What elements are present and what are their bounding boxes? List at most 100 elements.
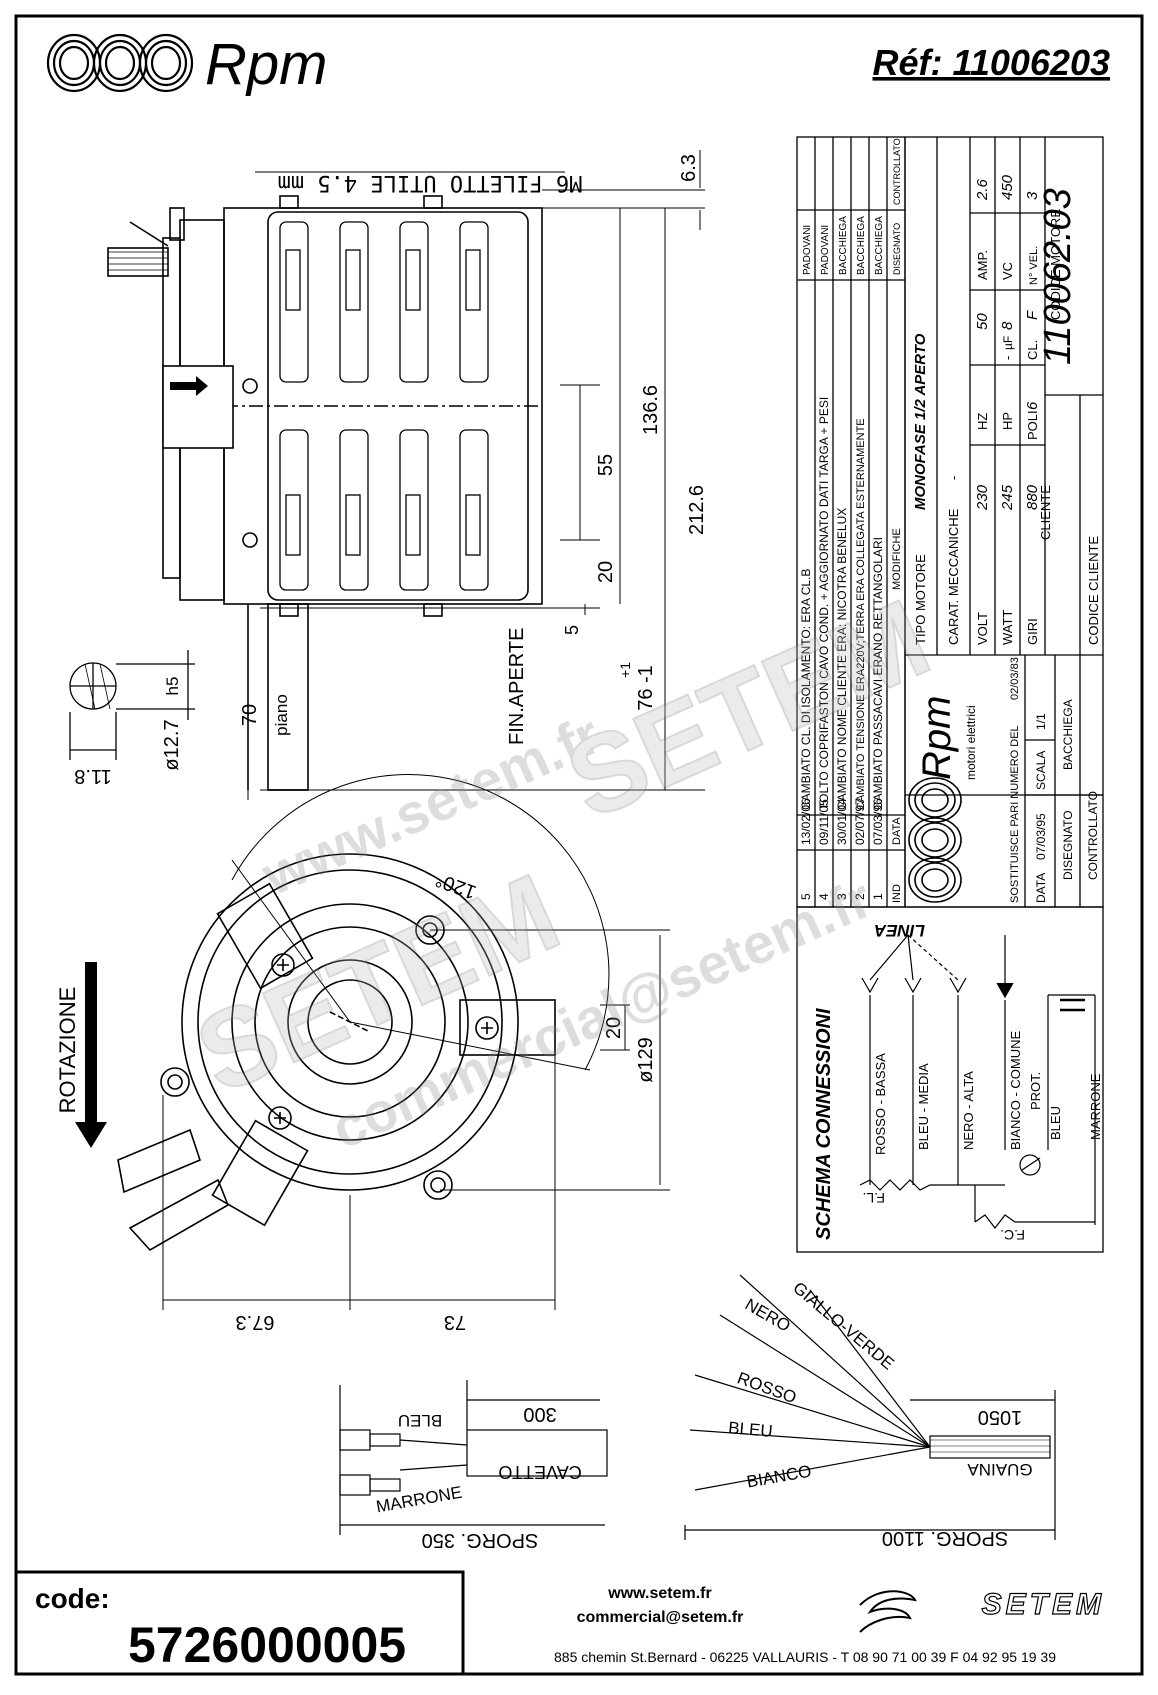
svg-text:POLI: POLI [1025,410,1040,440]
dim-73: 73 [444,1311,466,1333]
svg-text:CL.: CL. [1025,340,1040,360]
svg-text:Rpm: Rpm [915,696,959,780]
dim-20-front: 20 [603,1017,625,1039]
sheet-border [14,14,1144,1676]
reference-number: Réf: 11006203 [873,42,1111,83]
dim-diameter-129: ø129 [635,1037,657,1083]
svg-text:DATA: DATA [891,817,903,845]
label-piano: piano [272,694,291,736]
svg-text:6: 6 [1024,401,1041,410]
svg-text:13/02/06: 13/02/06 [799,798,813,845]
thread-spec: M6 FILETTO UTILE 4.5 mm [278,170,583,195]
svg-text:09/11/05: 09/11/05 [817,799,831,845]
dimension-lines-top [247,150,705,800]
svg-text:BACCHIEGA: BACCHIEGA [838,216,849,275]
svg-text:WATT: WATT [1000,610,1015,645]
cable-label-marrone: MARRONE [375,1483,464,1517]
svg-text:02/03/83: 02/03/83 [1009,657,1021,700]
label-sporg-350: SPORG. 350 [422,1529,539,1551]
motor-side-view [107,195,543,791]
motor-specs: TIPO MOTORE MONOFASE 1/2 APERTO CARAT. M… [912,174,1101,645]
shaft-section [69,650,195,760]
svg-text:AMP.: AMP. [975,250,990,280]
svg-text:motori elettrici: motori elettrici [964,705,978,780]
svg-text:110062.03: 110062.03 [1037,188,1079,365]
svg-text:CAMBIATO TENSIONE ERA220V;TERR: CAMBIATO TENSIONE ERA220V;TERRA ERA COLL… [855,418,867,810]
cable-label-bleu-2: BLEU [728,1418,774,1441]
motor-front-view [117,853,556,1252]
dim-shaft-diameter: ø12.7 [161,719,183,770]
capacitor-cable-drawing [339,1380,608,1535]
svg-text:880: 880 [1024,484,1041,510]
dim-76: 76 -1 [635,665,657,711]
dim-67-3: 67.3 [236,1311,275,1333]
svg-text:DISEGNATO: DISEGNATO [892,223,902,275]
revision-header-row: IND DATA MODIFICHE DISEGNATO CONTROLLATO [891,138,903,903]
setem-logo-text: SETEM [982,1588,1105,1621]
footer: code: 5726000005 www.setem.fr commercial… [14,1570,1105,1676]
cable-label-rosso: ROSSO [735,1368,799,1407]
svg-text:BACCHIEGA: BACCHIEGA [856,216,867,275]
revision-row: 4 09/11/05 TOLTO COPRIFASTON CAVO COND. … [817,225,831,900]
tolerance-h5: h5 [163,677,182,696]
svg-text:5: 5 [799,893,813,900]
label-rotazione: ROTAZIONE [55,987,80,1114]
svg-text:3: 3 [835,893,849,900]
dim-5: 5 [562,625,582,635]
label-guaina: GUAINA [967,1460,1033,1479]
label-cavetto: CAVETTO [498,1462,581,1482]
svg-text:CAMBIATO PASSACAVI ERANO RETTA: CAMBIATO PASSACAVI ERANO RETTANGOLARI [871,537,885,810]
svg-text:1/1: 1/1 [1034,713,1048,730]
setem-logo-icon [859,1590,917,1633]
revision-row: 5 13/02/06 CAMBIATO CL. DI ISOLAMENTO: E… [799,225,813,900]
svg-text:HZ: HZ [975,413,990,430]
label-sporg-1100: SPORG. 1100 [882,1527,1008,1549]
svg-text:3: 3 [1024,191,1041,200]
revision-row: 2 02/07/97 CAMBIATO TENSIONE ERA220V;TER… [853,216,867,900]
svg-text:CAMBIATO CL. DI ISOLAMENTO: ER: CAMBIATO CL. DI ISOLAMENTO: ERA CL.B [799,569,813,810]
svg-text:SOSTITUISCE PARI NUMERO DEL: SOSTITUISCE PARI NUMERO DEL [1009,725,1021,903]
svg-text:F: F [1024,310,1041,320]
dim-1050: 1050 [978,1406,1023,1428]
svg-text:245: 245 [999,484,1016,511]
svg-text:BACCHIEGA: BACCHIEGA [1061,699,1075,770]
svg-text:DISEGNATO: DISEGNATO [1061,810,1075,880]
wire-label-prot: PROT. [1028,1072,1043,1110]
dim-20-top: 20 [595,561,617,583]
title-block-company: Rpm motori elettrici SOSTITUISCE PARI NU… [908,657,1100,903]
svg-text:CONTROLLATO: CONTROLLATO [892,138,902,205]
svg-text:CAMBIATO NOME CLIENTE ERA: NIC: CAMBIATO NOME CLIENTE ERA: NICOTRA BENEL… [835,508,849,810]
product-code: 5726000005 [128,1617,406,1673]
dim-300: 300 [523,1403,556,1425]
svg-text:DATA: DATA [1034,873,1048,903]
svg-text:CLIENTE: CLIENTE [1038,485,1053,540]
wire-label-bleu-media: BLEU - MEDIA [916,1063,931,1150]
coil-logo-icon [46,33,194,93]
dim-11-8: 11.8 [74,765,111,787]
svg-text:TIPO MOTORE: TIPO MOTORE [913,554,928,645]
svg-text:MONOFASE 1/2 APERTO: MONOFASE 1/2 APERTO [912,333,929,510]
revision-row: 3 30/01/04 CAMBIATO NOME CLIENTE ERA: NI… [835,216,849,900]
svg-text:50: 50 [974,313,991,330]
revision-table: 5 13/02/06 CAMBIATO CL. DI ISOLAMENTO: E… [799,138,903,903]
wiring-title: SCHEMA CONNESSIONI [813,1008,835,1240]
cable-label-bianco: BIANCO [745,1462,812,1492]
label-linea: LINEA [874,921,925,940]
dim-70: 70 [239,704,261,726]
revision-row: 1 07/03/96 CAMBIATO PASSACAVI ERANO RETT… [871,216,885,900]
svg-text:MODIFICHE: MODIFICHE [891,528,903,590]
svg-text:2.6: 2.6 [974,178,991,201]
wire-label-rosso-bassa: ROSSO - BASSA [873,1053,888,1155]
svg-text:450: 450 [999,174,1016,200]
main-cable-bundle [684,1274,1056,1540]
tolerance-plus: +1 [617,662,633,678]
svg-text:230: 230 [974,484,991,511]
rpm-small-logo-icon [908,777,962,903]
label-fl: F.L. [862,1190,885,1206]
svg-text:IND: IND [891,884,903,903]
svg-text:µF: µF [1001,336,1015,350]
wire-label-bleu: BLEU [1048,1106,1063,1140]
svg-text:-: - [1000,356,1015,360]
